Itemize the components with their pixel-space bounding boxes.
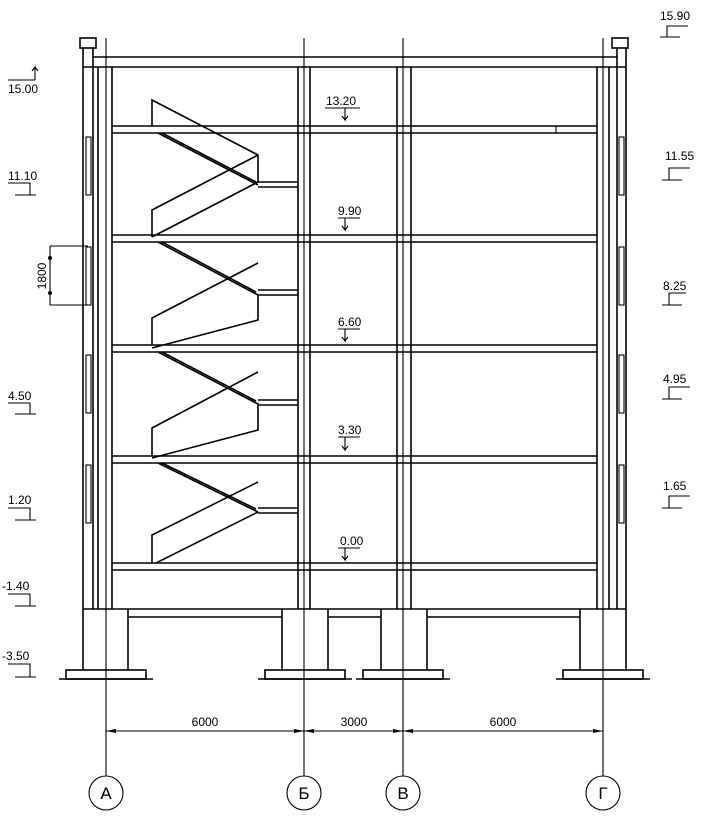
axis-label-v: В	[397, 784, 408, 803]
level-13-20: 13.20	[326, 94, 356, 108]
axis-label-a: А	[100, 784, 112, 803]
level-6-60: 6.60	[338, 315, 362, 329]
level-1-20: 1.20	[8, 493, 32, 507]
axis-label-g: Г	[598, 784, 607, 803]
floor-level-marks: 13.20 9.90 6.60 3.30 0.00	[325, 94, 364, 562]
span-dimensions: 6000 3000 6000	[106, 715, 603, 733]
span-dim-a-b: 6000	[192, 715, 219, 729]
grid-axis-lines	[105, 38, 604, 776]
window-height-dimension: 1800	[35, 245, 88, 306]
level-1-65: 1.65	[663, 479, 687, 493]
level-4-95: 4.95	[663, 372, 687, 386]
foundations	[59, 608, 650, 680]
staircase	[151, 98, 298, 564]
roof-slab	[79, 37, 629, 68]
span-dim-v-g: 6000	[490, 715, 517, 729]
level-8-25: 8.25	[663, 279, 687, 293]
level-9-90: 9.90	[338, 204, 362, 218]
window-height-value: 1800	[35, 262, 49, 289]
level-11-10: 11.10	[8, 169, 37, 183]
level-0-00: 0.00	[340, 534, 364, 548]
floor-slabs	[112, 125, 597, 571]
exterior-walls	[82, 48, 627, 609]
interior-columns	[297, 67, 412, 609]
level-15-00: 15.00	[8, 82, 38, 96]
level-4-50: 4.50	[8, 389, 32, 403]
level-15-90: 15.90	[660, 9, 690, 23]
span-dim-b-v: 3000	[341, 715, 368, 729]
left-level-marks: 15.00 11.10 4.50 1.20 -1.40 -3.50	[2, 65, 39, 678]
level-3-30: 3.30	[338, 423, 362, 437]
right-level-marks: 15.90 11.55 8.25 4.95 1.65	[660, 9, 694, 509]
level-minus-3-50: -3.50	[2, 649, 30, 663]
axis-markers: А Б В Г	[88, 775, 621, 811]
axis-label-b: Б	[298, 784, 309, 803]
level-minus-1-40: -1.40	[2, 579, 30, 593]
level-11-55: 11.55	[665, 149, 694, 163]
